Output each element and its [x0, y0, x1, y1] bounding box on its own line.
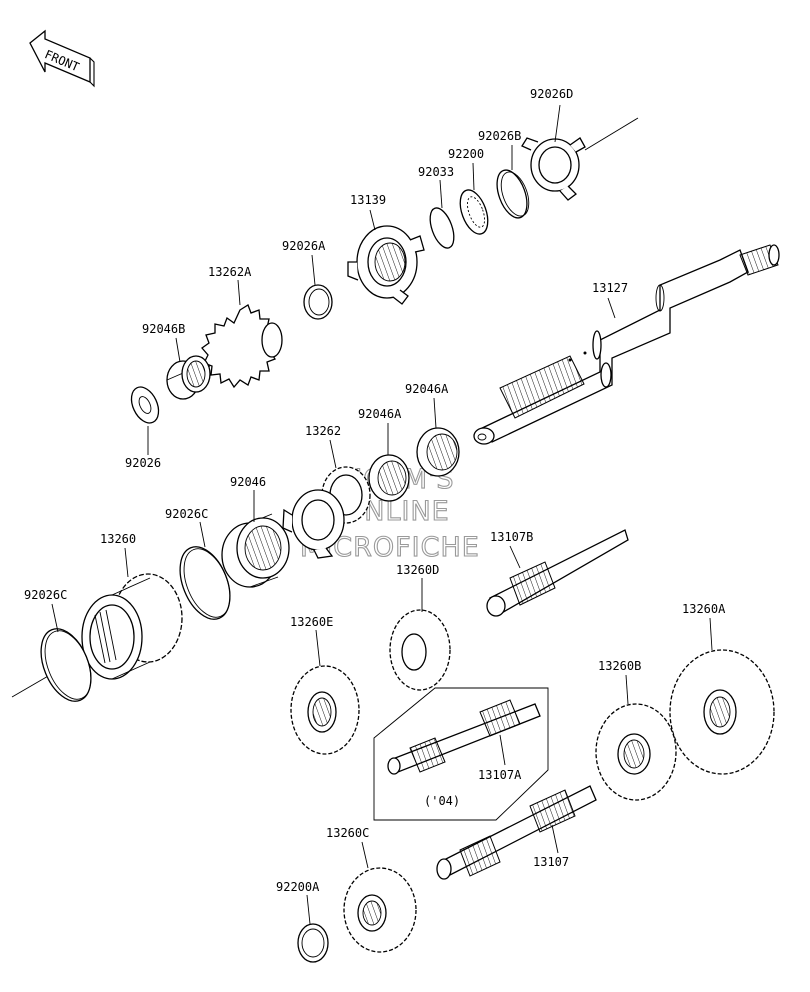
label-92026C-upper: 92026C — [165, 507, 208, 521]
label-13260B: 13260B — [598, 659, 641, 673]
dog-ring-13139 — [347, 225, 425, 305]
label-92033: 92033 — [418, 165, 454, 179]
bearing-92046B — [166, 355, 211, 400]
label-92046B: 92046B — [142, 322, 185, 336]
gear-13260 — [81, 573, 183, 680]
part-labels: 92026D 92026B 92200 92033 13139 92026A 1… — [24, 87, 726, 894]
circlip-92026D — [521, 137, 586, 201]
label-13139: 13139 — [350, 193, 386, 207]
washer-92200 — [459, 189, 489, 235]
leader-lines — [51, 104, 713, 925]
label-13262A: 13262A — [208, 265, 252, 279]
label-92046A-upper: 92046A — [405, 382, 449, 396]
gear-13260D — [389, 609, 451, 691]
label-92200: 92200 — [448, 147, 484, 161]
gear-13260C — [343, 867, 417, 953]
label-13262: 13262 — [305, 424, 341, 438]
label-92026B: 92026B — [478, 129, 521, 143]
snapring-92033 — [429, 207, 455, 249]
label-92046A-lower: 92046A — [358, 407, 402, 421]
label-92026A: 92026A — [282, 239, 326, 253]
label-13260: 13260 — [100, 532, 136, 546]
gear-13260B — [595, 703, 677, 801]
label-13107: 13107 — [533, 855, 569, 869]
label-13127: 13127 — [592, 281, 628, 295]
ring-92026C-upper — [179, 546, 231, 620]
label-13107B: 13107B — [490, 530, 533, 544]
label-92026: 92026 — [125, 456, 161, 470]
front-arrow-icon: FRONT — [29, 29, 95, 88]
washer-92026 — [130, 386, 160, 424]
label-13260A: 13260A — [682, 602, 726, 616]
gear-13260A — [669, 649, 775, 775]
shaft-13107B — [486, 529, 629, 617]
label-13260E: 13260E — [290, 615, 333, 629]
label-13260C: 13260C — [326, 826, 369, 840]
axis-line-top — [584, 117, 639, 151]
bearing-92046A-upper — [416, 427, 460, 477]
label-92026D: 92026D — [530, 87, 573, 101]
label-13107A: 13107A — [478, 768, 522, 782]
shaft-13107 — [436, 785, 597, 880]
ring-92026C-lower — [40, 628, 92, 702]
ring-92026B — [496, 169, 530, 219]
inset-box-04 — [373, 687, 549, 821]
dog-hub-13262 — [282, 489, 345, 559]
ring-92026A — [303, 284, 333, 320]
label-92046: 92046 — [230, 475, 266, 489]
label-92200A: 92200A — [276, 880, 320, 894]
bearing-92046A-lower — [368, 454, 410, 502]
label-13260D: 13260D — [396, 563, 439, 577]
label-92026C-lower: 92026C — [24, 588, 67, 602]
gear-13260E — [290, 665, 360, 755]
bearing-92046 — [221, 513, 290, 588]
label-04: ('04) — [424, 794, 460, 808]
gear-13262A — [201, 304, 283, 389]
shaft-13127 — [473, 244, 780, 445]
washer-92200A — [297, 923, 329, 963]
